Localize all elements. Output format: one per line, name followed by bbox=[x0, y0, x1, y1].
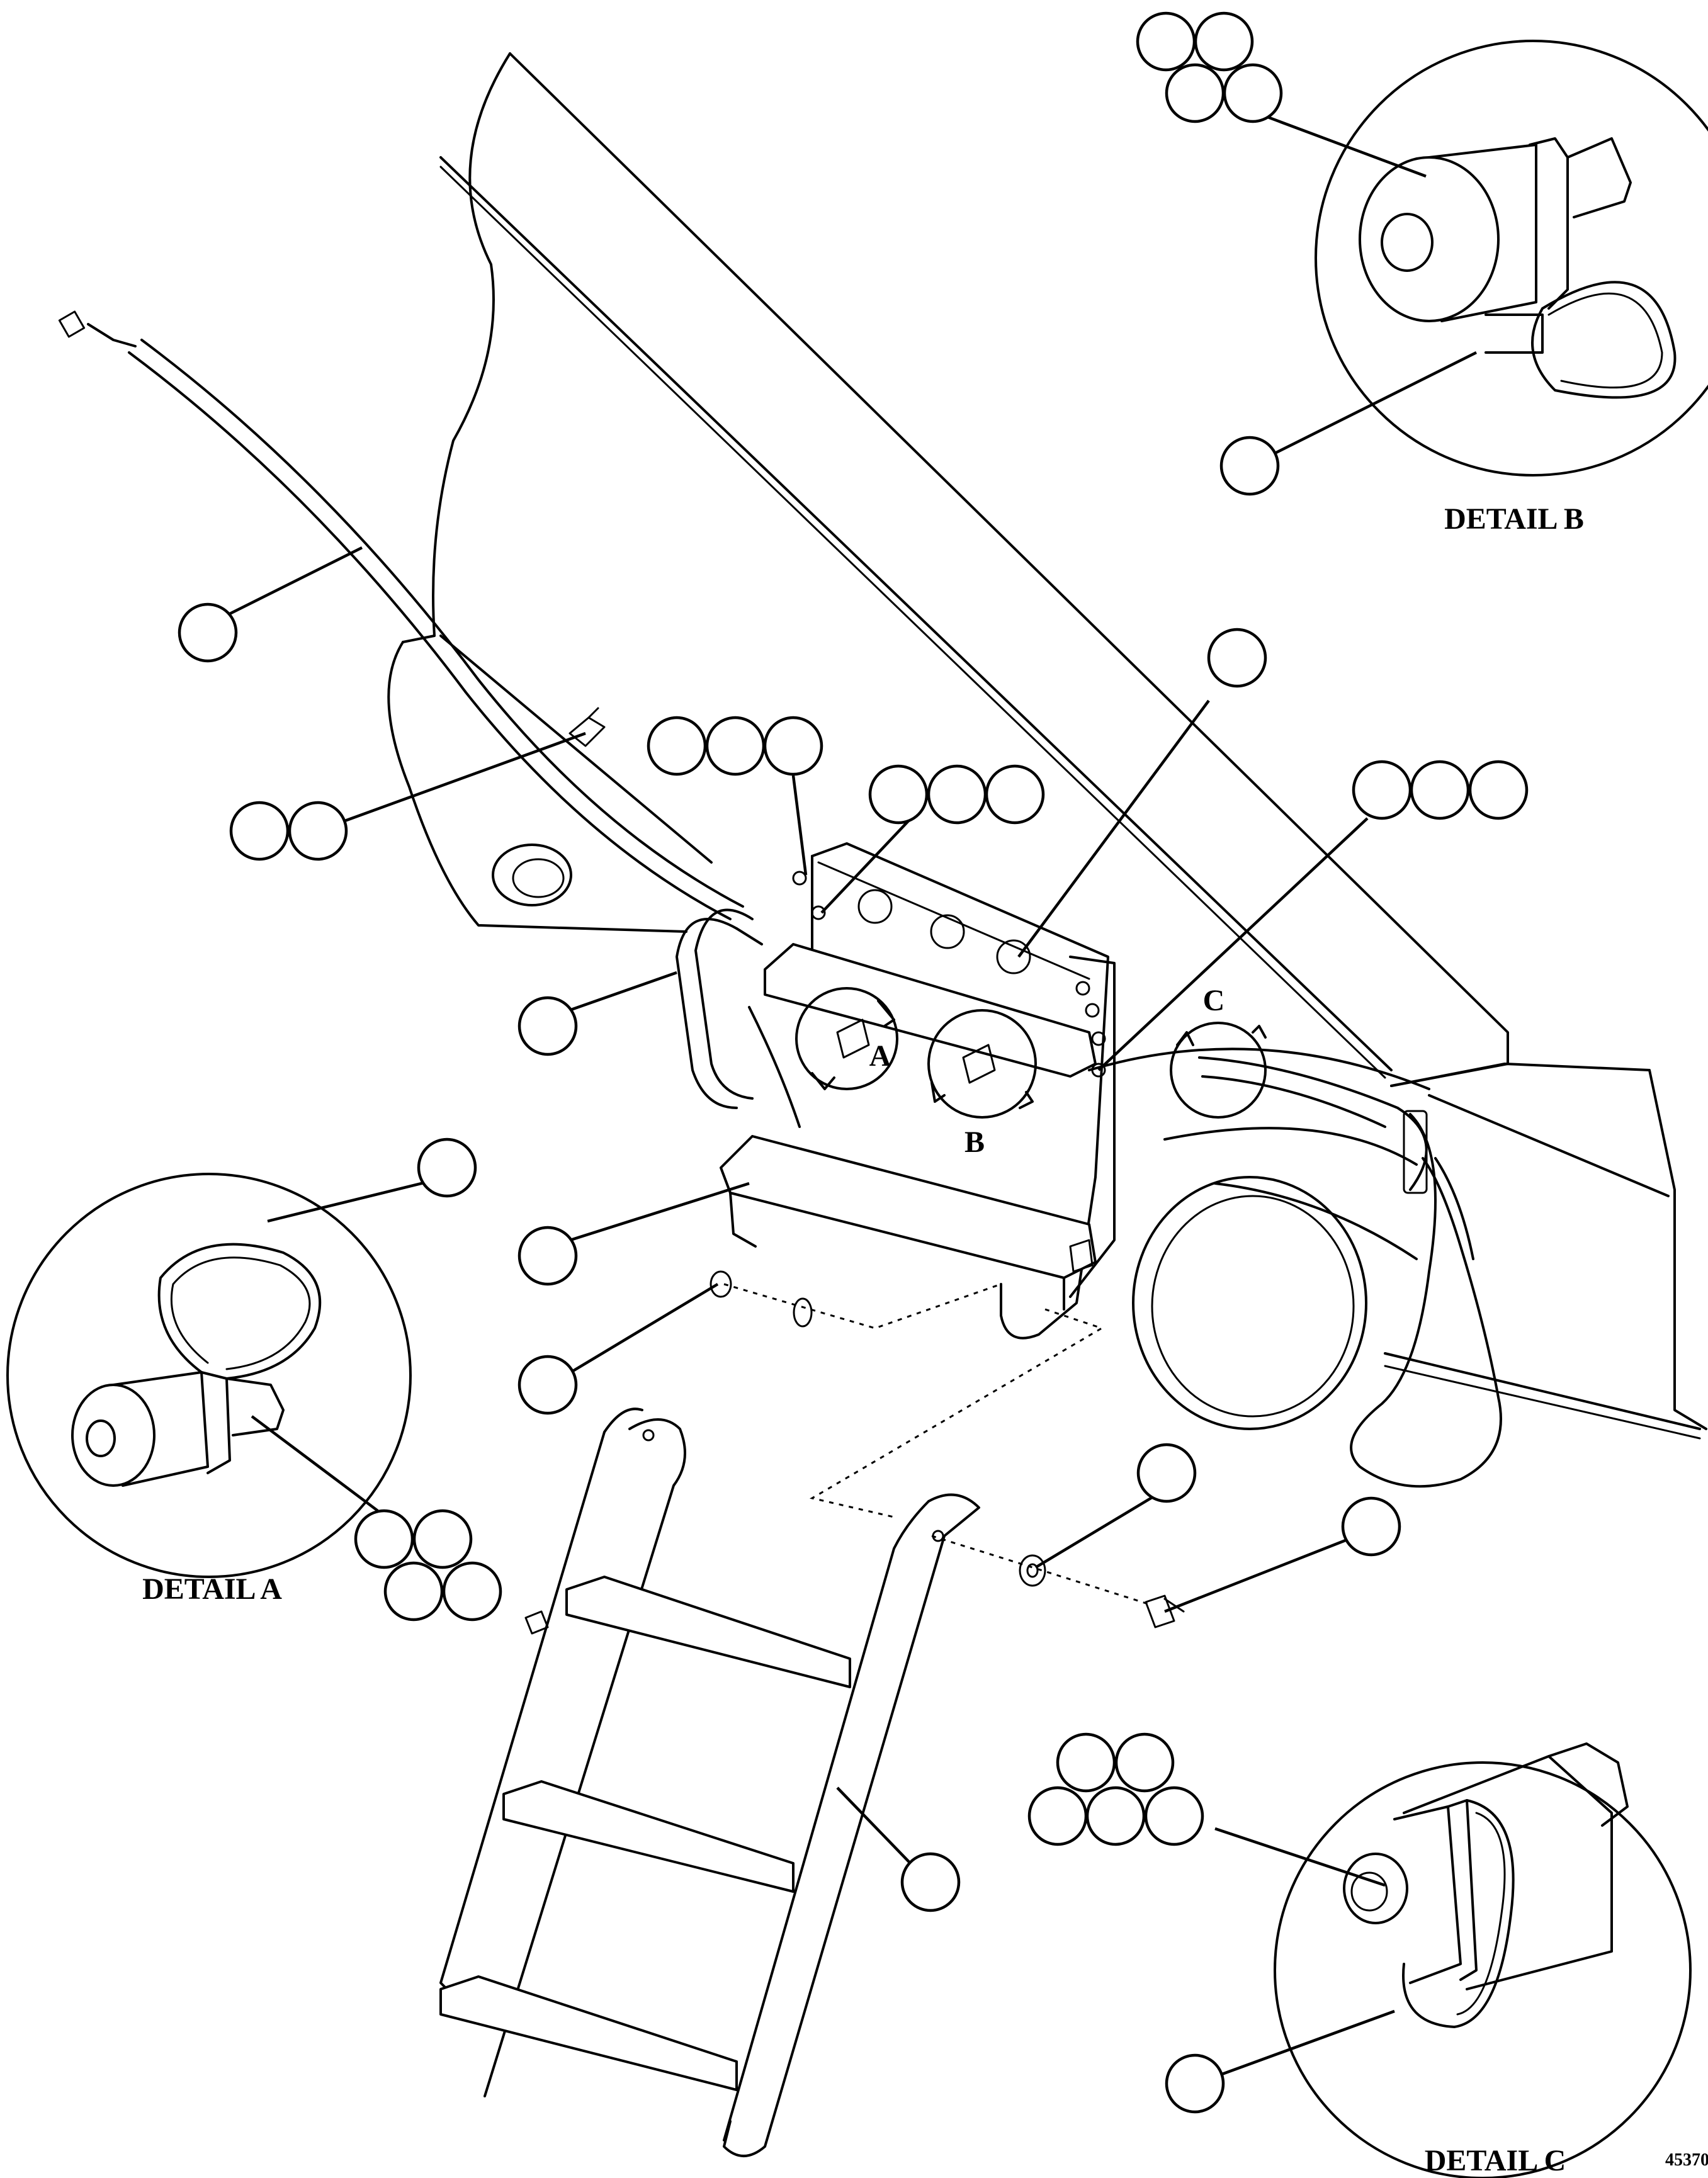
drawing-number: 45370 bbox=[1665, 2150, 1708, 2170]
balloon bbox=[517, 1355, 578, 1415]
hydraulic-hoses bbox=[58, 310, 1502, 1488]
balloon bbox=[412, 1509, 473, 1569]
balloon bbox=[417, 1137, 477, 1198]
balloon bbox=[1165, 63, 1225, 123]
detail-b-view bbox=[1315, 40, 1708, 477]
balloon bbox=[1114, 1732, 1175, 1793]
balloon bbox=[1468, 760, 1529, 820]
detail-c-view bbox=[1274, 1742, 1692, 2178]
balloon bbox=[1027, 1786, 1088, 1846]
balloon bbox=[1410, 760, 1470, 820]
balloon bbox=[288, 801, 348, 861]
balloon bbox=[705, 716, 766, 776]
balloon bbox=[868, 764, 929, 825]
detail-b-label: DETAIL B bbox=[1444, 502, 1584, 536]
view-label-a: A bbox=[869, 1039, 891, 1073]
balloon bbox=[1165, 2053, 1225, 2114]
boom-frame bbox=[387, 52, 1707, 1440]
balloon bbox=[1207, 628, 1267, 688]
balloon bbox=[1136, 11, 1196, 72]
balloon bbox=[178, 602, 238, 663]
balloon bbox=[1056, 1732, 1116, 1793]
detail-a-view bbox=[6, 1173, 412, 1578]
balloon bbox=[354, 1509, 414, 1569]
upper-step-bracket bbox=[676, 842, 1116, 1340]
view-label-b: B bbox=[964, 1126, 985, 1159]
balloon bbox=[1219, 436, 1280, 496]
balloon bbox=[1223, 63, 1283, 123]
balloon bbox=[1136, 1443, 1197, 1503]
detail-c-label: DETAIL C bbox=[1425, 2144, 1566, 2177]
balloon bbox=[229, 801, 290, 861]
balloon bbox=[442, 1561, 502, 1622]
balloon bbox=[517, 996, 578, 1056]
view-label-c: C bbox=[1203, 984, 1225, 1017]
balloon bbox=[900, 1852, 961, 1912]
balloon bbox=[927, 764, 987, 825]
balloon bbox=[1341, 1496, 1401, 1557]
balloon bbox=[1085, 1786, 1146, 1846]
balloon bbox=[647, 716, 707, 776]
balloon bbox=[1194, 11, 1254, 72]
balloon bbox=[383, 1561, 444, 1622]
item-balloons bbox=[178, 11, 1529, 2114]
hardware-alignment-lines bbox=[710, 1270, 1185, 1628]
detail-callout-circles: A B C bbox=[795, 984, 1267, 1159]
leader-lines bbox=[229, 103, 1478, 2085]
balloon bbox=[763, 716, 823, 776]
balloon bbox=[1144, 1786, 1204, 1846]
balloon bbox=[1352, 760, 1412, 820]
balloon bbox=[985, 764, 1045, 825]
lower-ladder bbox=[439, 1408, 980, 2157]
detail-a-label: DETAIL A bbox=[142, 1572, 282, 1606]
balloon bbox=[517, 1226, 578, 1286]
